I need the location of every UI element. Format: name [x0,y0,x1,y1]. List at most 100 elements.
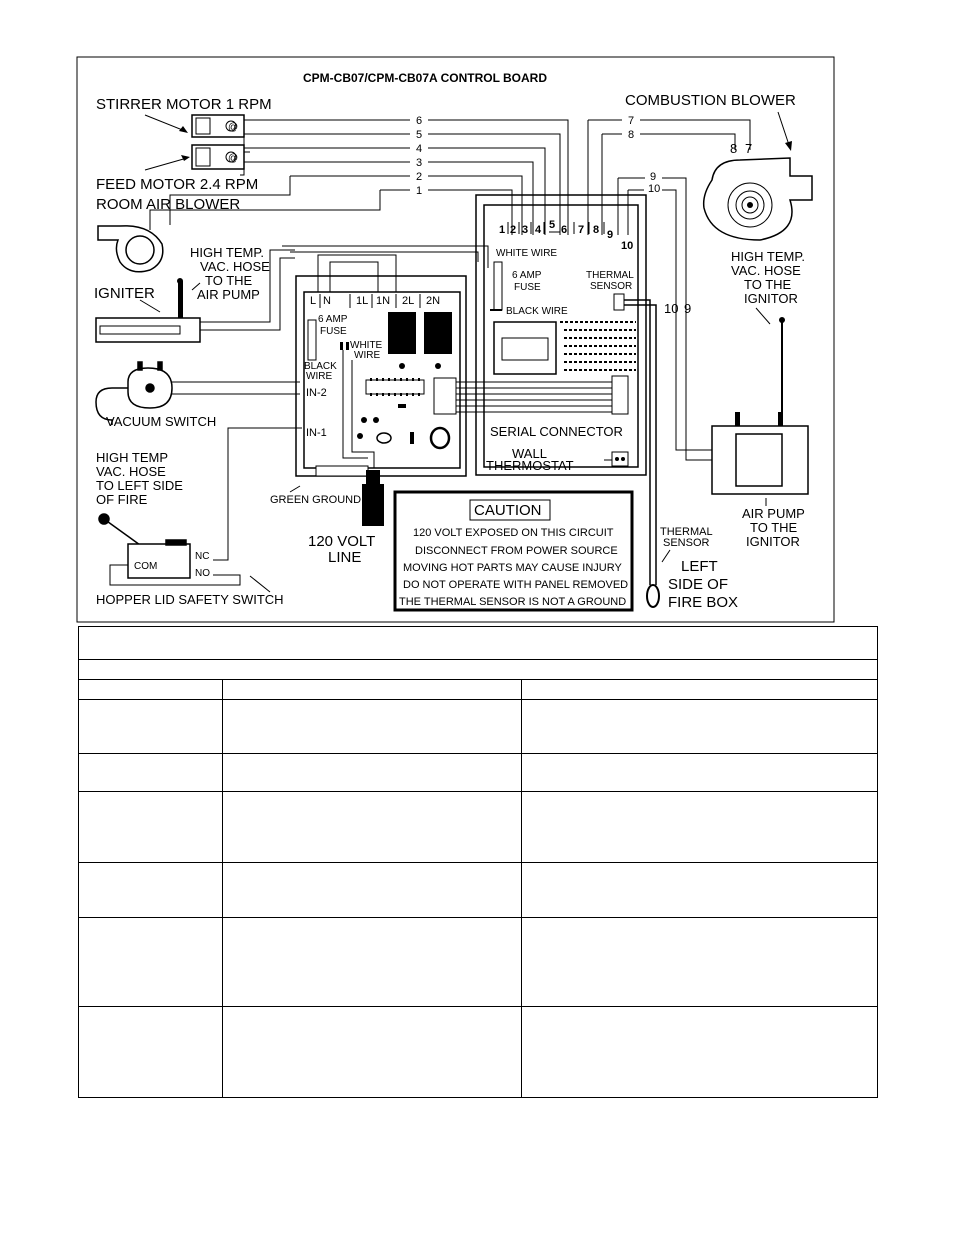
wire-label-10: 10 [648,183,660,195]
stirrer-motor-label: STIRRER MOTOR 1 RPM [96,96,272,113]
caution-box: CAUTION 120 VOLT EXPOSED ON THIS CIRCUIT… [393,490,634,612]
green-ground-label: GREEN GROUND [270,494,361,506]
table-cell [521,699,878,754]
svg-text:THERMAL: THERMAL [586,270,634,281]
svg-text:7: 7 [745,141,752,156]
svg-text:TO THE: TO THE [744,277,792,292]
air-pump [711,412,809,495]
svg-text:10: 10 [664,301,678,316]
svg-text:FIRE BOX: FIRE BOX [668,594,738,611]
svg-text:1N: 1N [376,295,390,307]
svg-text:3: 3 [522,224,528,236]
serial-connector-label: SERIAL CONNECTOR [490,424,623,439]
svg-text:L: L [310,295,316,307]
table-cell [222,1006,522,1098]
table-cell [222,753,522,792]
fuse-left-label: 6 AMP FUSE BLACK WIRE WHITE WIRE [304,314,383,382]
hopper-lid-switch-label: HOPPER LID SAFETY SWITCH [96,592,284,607]
wall-thermostat-label: WALL THERMOSTAT [486,446,574,473]
svg-text:6: 6 [561,224,567,236]
table-cell [222,699,522,754]
volt-line-label: 120 VOLT LINE [308,533,375,566]
table-cell [78,862,223,918]
empty-table [78,626,878,1100]
svg-text:@: @ [228,122,238,133]
room-air-blower [97,225,164,273]
svg-text:NC: NC [195,551,209,562]
igniter [95,278,201,343]
transformer [493,321,557,375]
wire-label-3: 3 [416,157,422,169]
input-in-2: IN-2 [306,387,327,399]
hose-left-side-label: HIGH TEMP VAC. HOSE TO LEFT SIDE OF FIRE [96,450,183,507]
svg-text:THERMOSTAT: THERMOSTAT [486,458,574,473]
table-cell [78,791,223,863]
table-cell [78,917,223,1007]
svg-text:10: 10 [621,240,633,252]
feed-motor: @ [191,144,245,170]
svg-text:WIRE: WIRE [306,371,332,382]
svg-text:VAC. HOSE: VAC. HOSE [96,464,166,479]
combustion-blower: 8 7 [702,141,813,241]
svg-text:120 VOLT: 120 VOLT [308,533,375,550]
wire-label-9: 9 [650,171,656,183]
svg-text:SENSOR: SENSOR [590,281,632,292]
svg-text:HIGH TEMP.: HIGH TEMP. [190,245,264,260]
svg-text:8: 8 [730,141,737,156]
table-cell [521,862,878,918]
svg-text:WIRE: WIRE [354,350,380,361]
feed-motor-label: FEED MOTOR 2.4 RPM [96,176,258,193]
svg-text:AIR PUMP: AIR PUMP [742,506,805,521]
table-cell [222,862,522,918]
table-cell [521,917,878,1007]
svg-text:WHITE: WHITE [350,340,383,351]
svg-text:MOVING HOT PARTS MAY CAUSE INJ: MOVING HOT PARTS MAY CAUSE INJURY [403,562,622,574]
table-cell [521,791,878,863]
table-cell [521,679,878,700]
svg-text:THERMAL: THERMAL [660,526,713,538]
diagram-frame [76,56,835,623]
svg-text:AIR PUMP: AIR PUMP [197,287,260,302]
stirrer-motor: @ [191,114,245,138]
svg-text:4: 4 [535,224,542,236]
svg-text:HIGH TEMP: HIGH TEMP [96,450,168,465]
svg-text:FUSE: FUSE [514,282,541,293]
table-cell [78,699,223,754]
svg-text:9: 9 [684,301,691,316]
relay-1 [388,312,416,354]
black-wire-label: BLACK WIRE [506,306,568,317]
svg-text:7: 7 [578,224,584,236]
hopper-lid-switch [98,513,191,579]
svg-text:NO: NO [195,568,210,579]
svg-text:2N: 2N [426,295,440,307]
svg-text:5: 5 [549,219,555,231]
svg-text:OF FIRE: OF FIRE [96,492,148,507]
table-cell [521,753,878,792]
room-air-blower-label: ROOM AIR BLOWER [96,196,240,213]
svg-text:SIDE OF: SIDE OF [668,576,728,593]
table-header-row [78,626,878,660]
svg-text:1: 1 [499,224,505,236]
main-board [475,194,647,476]
relay-2 [424,312,452,354]
power-cord [362,470,384,526]
wire-label-7: 7 [628,115,634,127]
svg-text:2L: 2L [402,295,414,307]
wire-label-6: 6 [416,115,422,127]
svg-text:SENSOR: SENSOR [663,537,710,549]
vacuum-switch [95,361,173,425]
thermal-sensor-probe-label: THERMAL SENSOR [660,526,713,549]
svg-text:N: N [323,295,331,307]
caution-heading: CAUTION [474,502,542,519]
svg-text:TO LEFT SIDE: TO LEFT SIDE [96,478,183,493]
svg-text:120 VOLT EXPOSED ON THIS CIRCU: 120 VOLT EXPOSED ON THIS CIRCUIT [413,527,614,539]
svg-text:VAC. HOSE: VAC. HOSE [200,259,270,274]
svg-text:TO THE: TO THE [205,273,253,288]
svg-text:DISCONNECT FROM POWER SOURCE: DISCONNECT FROM POWER SOURCE [415,545,618,557]
power-board [295,275,467,477]
thermal-sensor-board-label: THERMAL SENSOR [586,270,634,292]
table-cell [222,917,522,1007]
svg-text:6 AMP: 6 AMP [512,270,542,281]
combustion-blower-label: COMBUSTION BLOWER [625,92,796,109]
